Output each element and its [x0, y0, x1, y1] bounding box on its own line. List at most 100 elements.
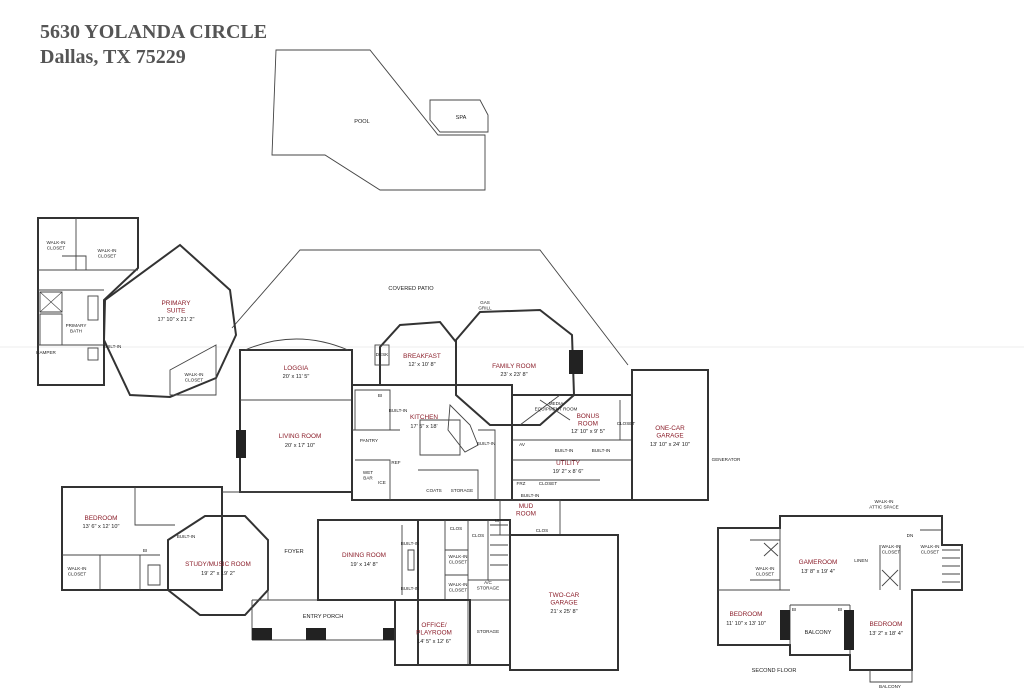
office-dim: 14' 5" x 12' 6" — [417, 639, 451, 645]
clos-2-label: CLOS — [472, 533, 485, 538]
closet-bonus-label: CLOSET — [617, 421, 636, 426]
dining-room-label: DINING ROOM — [342, 552, 386, 559]
bi-bed1-label: BI — [143, 548, 147, 553]
bi-kitchen-label: BI — [378, 393, 382, 398]
bedroom-1-label: BEDROOM — [84, 515, 117, 522]
first-floor-walls — [37, 217, 709, 671]
up-label: UP — [495, 518, 501, 523]
dn-label: DN — [907, 533, 914, 538]
utility-label: UTILITY — [556, 460, 581, 467]
study-dim: 19' 2" x 19' 2" — [201, 571, 235, 577]
bi-b-label: BI — [838, 607, 842, 612]
closet-util-label: CLOSET — [539, 481, 558, 486]
builtin-dining2-label: BUILT-IN — [401, 586, 420, 591]
bedroom-2-dim: 11' 10" x 13' 10" — [726, 621, 766, 627]
desk-label: DESK — [376, 352, 389, 357]
pool-area: POOL SPA — [271, 49, 489, 191]
second-floor-walls — [717, 515, 963, 683]
dining-room-dim: 19' x 14' 8" — [350, 562, 377, 568]
av-label: AV — [519, 442, 526, 447]
coats-label: COATS — [426, 488, 441, 493]
address-title: 5630 YOLANDA CIRCLE — [40, 21, 267, 43]
builtin-mud-label: BUILT-IN — [521, 493, 540, 498]
one-car-garage-dim: 13' 10" x 24' 10" — [650, 442, 690, 448]
entry-porch-label: ENTRY PORCH — [303, 614, 344, 620]
balcony-label: BALCONY — [805, 630, 832, 636]
bedroom-3-dim: 13' 2" x 18' 4" — [869, 631, 903, 637]
pantry-label: PANTRY — [360, 438, 378, 443]
bi-a-label: BI — [792, 607, 796, 612]
study-label: STUDY/MUSIC ROOM — [185, 561, 251, 568]
ref-label: REF — [391, 460, 400, 465]
kitchen-label: KITCHEN — [410, 414, 438, 421]
foyer-label: FOYER — [284, 549, 303, 555]
second-floor-title: SECOND FLOOR — [752, 668, 797, 674]
bedroom-2-label: BEDROOM — [729, 611, 762, 618]
bonus-room-dim: 12' 10" x 9' 5" — [571, 429, 605, 435]
bedroom-1-dim: 13' 6" x 12' 10" — [83, 524, 120, 530]
family-room-label: FAMILY ROOM — [492, 363, 536, 370]
builtin-util-label: BUILT-IN — [555, 448, 574, 453]
storage-kitchen-label: STORAGE — [451, 488, 473, 493]
builtin-primary-label: BUILT-IN — [103, 344, 122, 349]
breakfast-label: BREAKFAST — [403, 353, 441, 360]
linen-label: LINEN — [854, 558, 868, 563]
office-label: OFFICE/PLAYROOM — [416, 622, 452, 636]
ice-label: ICE — [378, 480, 386, 485]
clos-3-label: CLOS — [536, 528, 549, 533]
gameroom-dim: 13' 8" x 19' 4" — [801, 569, 835, 575]
kitchen-dim: 17' 5" x 18' — [410, 424, 437, 430]
builtin-study-label: BUILT-IN — [177, 534, 196, 539]
breakfast-dim: 12' x 10' 8" — [408, 362, 435, 368]
address-city: Dallas, TX 75229 — [40, 46, 186, 68]
spa-label: SPA — [456, 115, 467, 121]
living-room-dim: 20' x 17' 10" — [285, 443, 315, 449]
living-room-label: LIVING ROOM — [279, 433, 322, 440]
covered-patio-label: COVERED PATIO — [388, 286, 434, 292]
generator-label: GENERATOR — [712, 457, 741, 462]
pool-label: POOL — [354, 119, 370, 125]
family-room-dim: 23' x 23' 8" — [500, 372, 527, 378]
loggia-dim: 20' x 11' 5" — [283, 374, 310, 380]
builtin-kitchen2-label: BUILT-IN — [477, 441, 496, 446]
builtin-dining-label: BUILT-IN — [401, 541, 420, 546]
balcony-2-label: BALCONY — [879, 684, 901, 689]
gameroom-label: GAMEROOM — [799, 559, 838, 566]
two-car-garage-dim: 21' x 25' 8" — [550, 609, 577, 615]
utility-dim: 19' 2" x 8' 6" — [553, 469, 584, 475]
bedroom-3-label: BEDROOM — [869, 621, 902, 628]
frz-label: FRZ — [517, 481, 526, 486]
hamper-label: HAMPER — [36, 350, 56, 355]
covered-patio-outline — [231, 249, 629, 366]
primary-suite-dim: 17' 10" x 21' 2" — [158, 317, 195, 323]
loggia-label: LOGGIA — [284, 365, 309, 372]
builtin-util2-label: BUILT-IN — [592, 448, 611, 453]
storage-office-label: STORAGE — [477, 629, 499, 634]
builtin-kitchen-label: BUILT-IN — [389, 408, 408, 413]
clos-1-label: CLOS — [450, 526, 463, 531]
